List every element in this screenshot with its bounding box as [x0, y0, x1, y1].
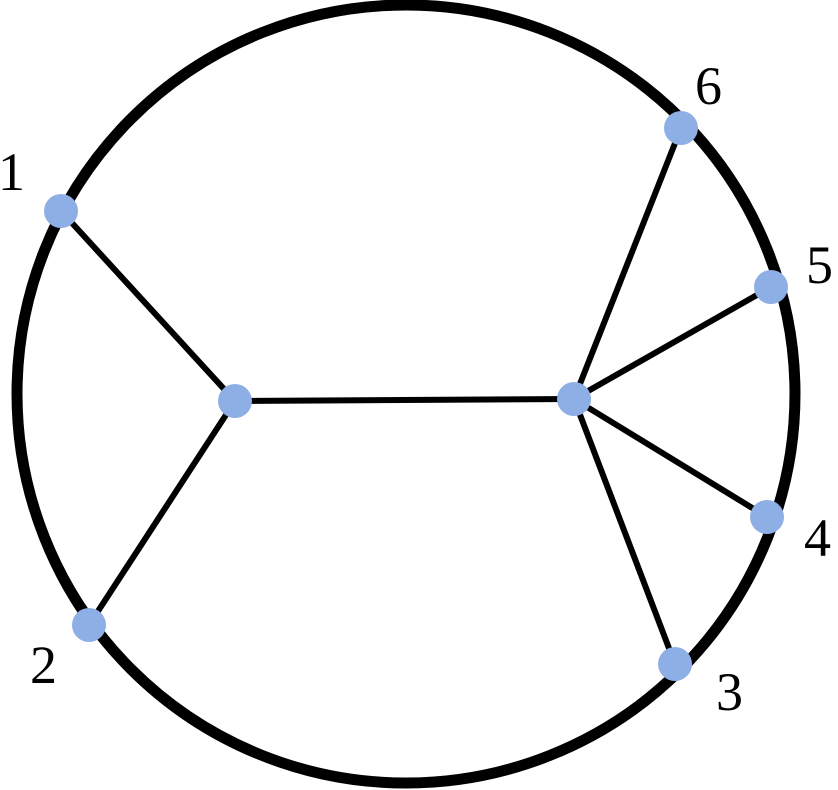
boundary-node-n3	[658, 647, 692, 681]
node-label-1: 1	[0, 142, 25, 202]
nodes	[44, 111, 788, 681]
edge-c2-n5	[572, 284, 773, 402]
edge-c2-n4	[572, 396, 769, 520]
boundary-node-n1	[44, 194, 78, 228]
boundary-node-n4	[750, 500, 784, 534]
edge-c2-n6	[571, 126, 684, 401]
edge-n2-c1	[86, 399, 238, 627]
boundary-node-n5	[754, 270, 788, 304]
internal-node-c1	[218, 384, 252, 418]
node-label-4: 4	[804, 508, 831, 568]
node-label-2: 2	[30, 635, 57, 695]
edge-c1-c2	[234, 396, 575, 404]
edges	[58, 126, 773, 666]
edge-c2-n3	[571, 397, 678, 666]
node-label-6: 6	[695, 56, 722, 116]
internal-node-c2	[557, 382, 591, 416]
edge-n1-c1	[58, 208, 238, 404]
boundary-circle	[11, 0, 801, 789]
boundary-node-n6	[664, 111, 698, 145]
boundary-node-n2	[72, 608, 106, 642]
node-label-3: 3	[716, 662, 743, 722]
node-label-5: 5	[806, 235, 833, 295]
